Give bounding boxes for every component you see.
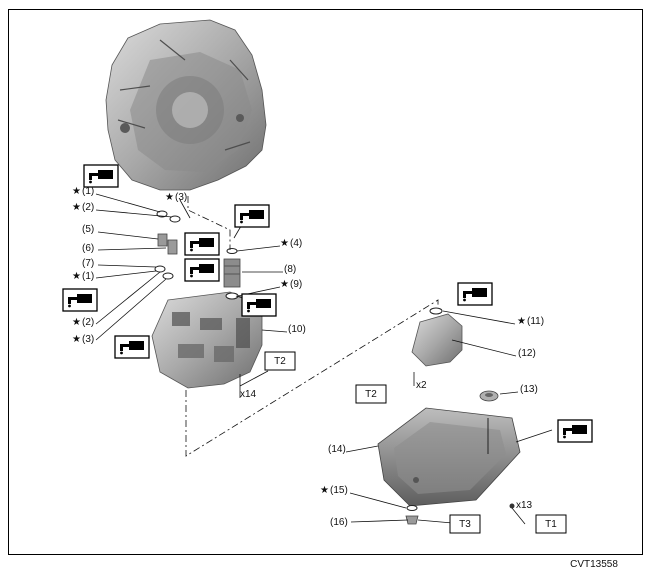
oil-apply-icon xyxy=(234,204,270,228)
torque-label-t1: T1 xyxy=(545,519,557,530)
part-number-label: (9) xyxy=(290,279,302,290)
diagram-code: CVT13558 xyxy=(570,559,618,570)
critical-part-star: ★ xyxy=(72,334,81,345)
part-number-label: (16) xyxy=(330,517,348,528)
torque-label-t3: T3 xyxy=(459,519,471,530)
torque-box-t2-top xyxy=(264,351,296,371)
part-number-label: (10) xyxy=(288,324,306,335)
part-number-label: (14) xyxy=(328,444,346,455)
part-number-label: (1) xyxy=(82,271,94,282)
part-number-label: (3) xyxy=(82,334,94,345)
torque-box-t3 xyxy=(449,514,481,534)
critical-part-star: ★ xyxy=(72,317,81,328)
torque-box-t1 xyxy=(535,514,567,534)
critical-part-star: ★ xyxy=(165,192,174,203)
oil-apply-icon xyxy=(241,293,277,317)
critical-part-star: ★ xyxy=(320,485,329,496)
part-number-label: (2) xyxy=(82,202,94,213)
critical-part-star: ★ xyxy=(517,316,526,327)
part-number-label: (2) xyxy=(82,317,94,328)
oil-apply-icon xyxy=(457,282,493,306)
drain-plug xyxy=(405,505,419,525)
oil-apply-icon xyxy=(184,232,220,256)
oil-icons xyxy=(62,164,593,443)
critical-part-star: ★ xyxy=(72,202,81,213)
qty-valve-bolts: x14 xyxy=(240,389,257,400)
part-number-label: (7) xyxy=(82,258,94,269)
part-number-label: (8) xyxy=(284,264,296,275)
torque-label-t2-top: T2 xyxy=(274,356,286,367)
part-number-label: (15) xyxy=(330,485,348,496)
torque-boxes: T2 T2 T3 T1 xyxy=(264,351,567,534)
sleeve-parts xyxy=(223,248,241,300)
qty-strainer-bolts: x2 xyxy=(416,380,427,391)
quantity-labels: x14 x2 x13 xyxy=(240,380,533,511)
small-parts-left xyxy=(154,210,181,280)
transaxle-case xyxy=(105,19,267,191)
critical-part-star: ★ xyxy=(72,271,81,282)
oil-apply-icon xyxy=(62,288,98,312)
part-number-label: (4) xyxy=(290,238,302,249)
diagram-frame xyxy=(8,9,643,555)
part-number-label: (3) xyxy=(175,192,187,203)
oil-pan xyxy=(377,407,521,509)
leader-lines xyxy=(95,193,553,525)
pan-magnet xyxy=(479,390,499,402)
oil-apply-icon xyxy=(83,164,119,188)
critical-part-star: ★ xyxy=(280,238,289,249)
oil-apply-icon xyxy=(557,419,593,443)
valve-body-assembly xyxy=(151,291,263,389)
critical-part-star: ★ xyxy=(72,186,81,197)
torque-box-t2-side xyxy=(355,384,387,404)
part-number-label: (12) xyxy=(518,348,536,359)
torque-label-t2-side: T2 xyxy=(365,389,377,400)
alignment-lines xyxy=(185,196,439,457)
oil-apply-icon xyxy=(184,258,220,282)
qty-pan-bolts: x13 xyxy=(516,500,533,511)
part-number-label: (1) xyxy=(82,186,94,197)
part-number-label: (11) xyxy=(527,316,544,327)
oil-apply-icon xyxy=(114,335,150,359)
part-callouts: ★(1)★(2)★(3)★(4)(5)(6)(7)★(1)(8)★(9)★(2)… xyxy=(72,186,544,528)
part-number-label: (13) xyxy=(520,384,538,395)
part-number-label: (6) xyxy=(82,243,94,254)
oil-strainer xyxy=(411,307,463,367)
critical-part-star: ★ xyxy=(280,279,289,290)
part-number-label: (5) xyxy=(82,224,94,235)
